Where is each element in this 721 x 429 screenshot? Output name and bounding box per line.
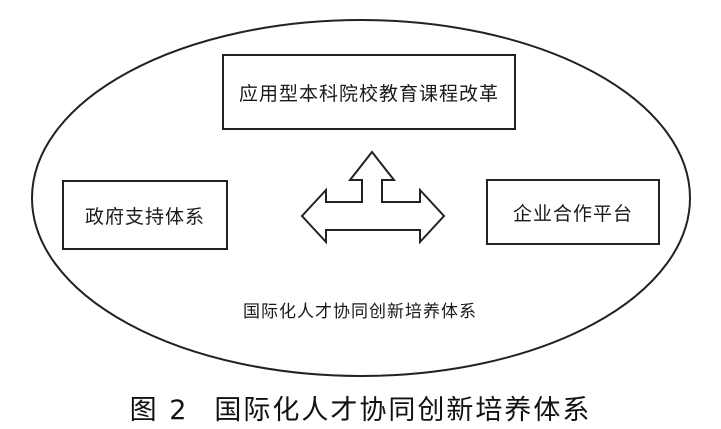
box-enterprise-cooperation: 企业合作平台 (486, 179, 660, 245)
figure-title: 国际化人才协同创新培养体系 (214, 395, 592, 426)
three-way-arrow (300, 150, 446, 245)
outer-ellipse (31, 19, 691, 377)
ellipse-label: 国际化人才协同创新培养体系 (243, 302, 477, 322)
box-curriculum-reform: 应用型本科院校教育课程改革 (222, 54, 516, 130)
box-government-support: 政府支持体系 (62, 180, 228, 250)
figure-caption: 图 2 国际化人才协同创新培养体系 (0, 388, 721, 427)
figure-number: 图 2 (129, 395, 189, 426)
